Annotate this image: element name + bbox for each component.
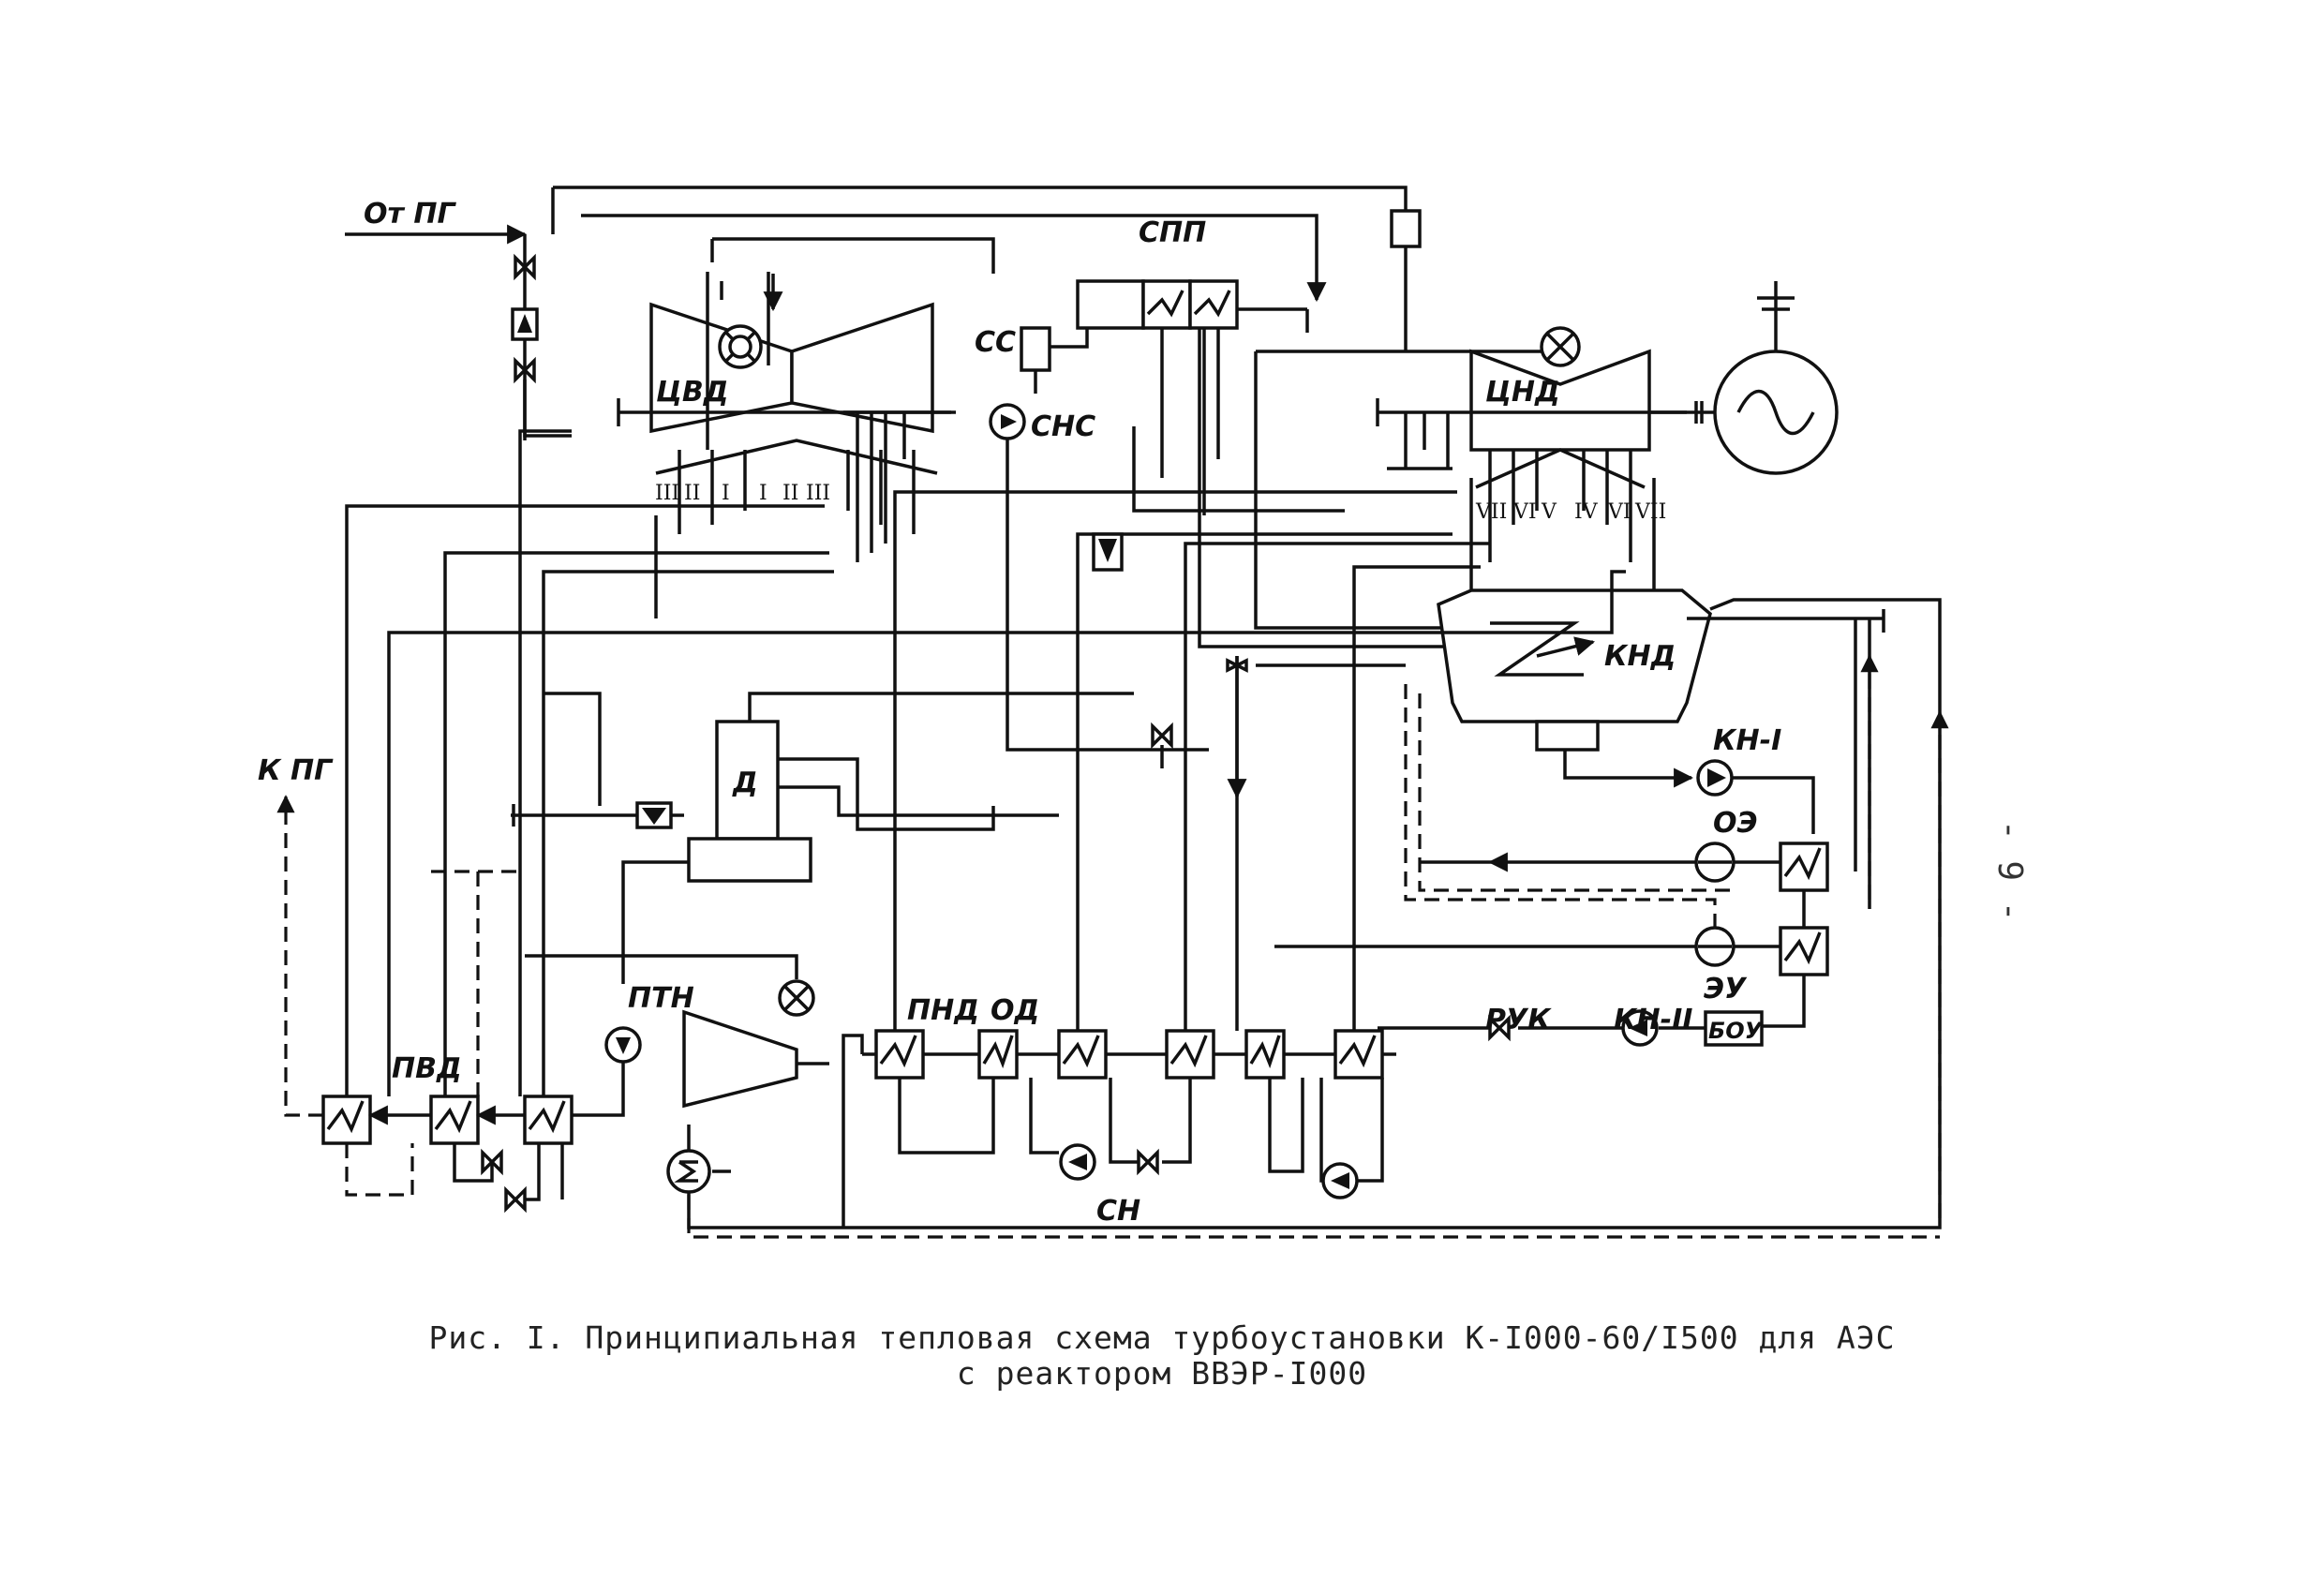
lp-stop-valve-icon [1540,326,1581,367]
cvd-label: ЦВД [656,376,728,409]
figure-caption-line-2: с реактором ВВЭР-I000 [956,1355,1368,1392]
sns-label: СНС [1031,410,1095,443]
lp-heaters [842,1029,1396,1228]
hp-extraction-label: I [722,482,730,505]
lp-extraction-label: V [1541,500,1557,524]
hp-extraction-valves [678,450,916,534]
bou-unit [1659,1010,1764,1047]
sn-label: СН [1096,1195,1140,1228]
hp-cylinder [617,302,956,562]
lp-extraction-label: VII [1634,500,1666,524]
kn2-label: КН-II [1614,1004,1692,1036]
check-valve-icon [1390,209,1422,248]
ss-label: СС [975,326,1016,359]
lp-extraction-label: VII [1475,500,1507,524]
pvd-label: ПВД [392,1052,462,1085]
cooling-water-lines [687,598,1949,1229]
hp-stop-valve-icon [718,324,763,369]
lp-extraction-label: IV [1574,500,1599,524]
hp-heater-drain-valves [481,1148,527,1214]
vent-valve-icon [1151,658,1248,768]
feed-pump-turbine [525,954,829,1109]
oe-label: ОЭ [1713,807,1758,840]
deaerator-valve-icon [635,801,673,829]
separator-drain-pump-icon [989,403,1209,752]
pnd-label: ПНД [907,994,979,1027]
ruk-label: РУК [1485,1004,1552,1036]
kn1-label: КН-I [1713,724,1781,757]
hp-extraction-label: II [684,482,700,505]
moisture-separator-reheater [1040,279,1239,515]
od-label: ОД [991,994,1039,1027]
condenser [1437,478,1712,788]
bou-label: БОУ [1708,1018,1764,1044]
drain-pump-2-icon [1321,1162,1359,1199]
lp-extraction-numerals: VII VI V IV VI VII [1475,500,1666,524]
to-sg-dashed-lines [276,795,1940,1239]
deaerator-label: Д [732,767,758,799]
eu-label: ЭУ [1704,973,1748,1006]
hp-extraction-lines [345,429,1626,1096]
condensate-pump-kn2-icon [1518,1009,1659,1047]
hp-extraction-numerals: III II I I II III [655,482,830,505]
page-number: - 9 - [1990,820,2029,922]
figure-caption-line-1: Рис. I. Принципиальная тепловая схема ту… [428,1319,1896,1356]
separator-collector-tank [1020,326,1051,394]
condensate-pump-kn1-icon [1696,759,1815,834]
ejector-cooler-oe [1420,842,1829,892]
hp-extraction-label: I [759,482,767,505]
lp-cylinder [1376,349,1687,562]
ptn-label: ПТН [628,982,694,1015]
ruk-valve-icon [1378,1014,1511,1042]
hp-extraction-label: III [655,482,679,505]
check-valve-icon [1092,532,1124,572]
knd-label: КНД [1604,640,1676,673]
drain-valve-icon [1137,1148,1159,1176]
hp-extraction-label: II [782,482,798,505]
from-sg-label: От ПГ [364,198,456,231]
spp-label: СПП [1139,216,1206,249]
deaerator [511,692,1134,984]
lp-extraction-label: VI [1512,500,1537,524]
generator-icon [1649,281,1839,475]
lp-extraction-lines [893,490,1490,1031]
main-steam-valves [511,253,539,440]
feed-pump-ptn-icon [562,1026,642,1117]
steam-lines [345,186,1562,648]
component-labels: От ПГ К ПГ СПП СС СНС ЦВД ЦНД КНД Д ПТН … [258,198,1781,1228]
hp-heaters [321,1095,574,1201]
to-sg-label: К ПГ [258,754,334,787]
hp-extraction-label: III [806,482,830,505]
sealing-cooler-eu [1274,684,1829,1028]
feed-pump-condenser-icon [666,1149,731,1194]
lp-extraction-label: VI [1607,500,1631,524]
drain-pump-sn-icon [1059,1143,1096,1181]
cnd-label: ЦНД [1485,376,1560,409]
